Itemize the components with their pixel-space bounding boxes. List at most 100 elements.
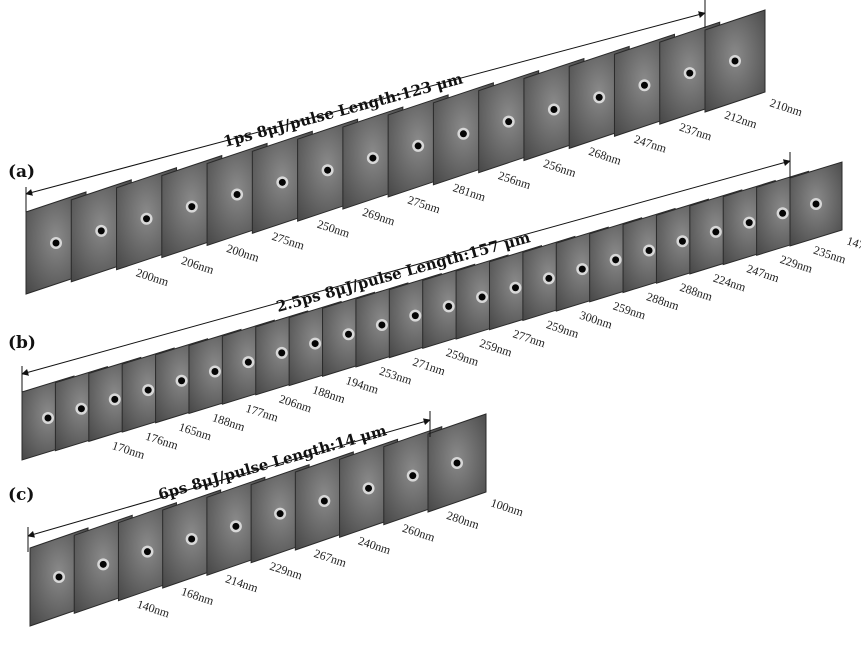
crater-hole [278,178,286,186]
panel-c: (c) 140nm 168nm 214nm 229nm 267nm 240nm 260nm 2… [8,411,526,627]
crater-hole [545,274,553,282]
slice-depth-label: 288nm [645,289,682,313]
crater-hole [731,57,739,65]
slice-depth-label: 271nm [411,354,448,378]
crater-hole [188,203,196,211]
crater-hole [365,484,373,492]
crater-hole [578,265,586,273]
crater-hole [678,237,686,245]
panel-c-slices: 140nm 168nm 214nm 229nm 267nm 240nm 260nm 280nm… [29,413,526,627]
slice-depth-label: 253nm [378,364,415,388]
crater-hole [232,522,240,530]
slice-depth-label: 188nm [311,382,348,406]
crater-hole [278,349,286,357]
crater-hole [453,459,461,467]
crater-hole [244,358,252,366]
panel-a-letter: (a) [8,162,35,182]
crater-hole [178,377,186,385]
slice [704,9,766,113]
slice-depth-label: 247nm [632,132,669,156]
crater-hole [311,340,319,348]
slice-depth-label: 206nm [180,253,217,277]
crater-hole [324,166,332,174]
slice-depth-label: 170nm [110,438,147,462]
crater-hole [612,256,620,264]
slice-depth-label: 240nm [356,534,393,558]
panel-c-letter: (c) [8,485,34,505]
crater-hole [276,510,284,518]
slice-depth-label: 168nm [180,584,217,608]
crater-hole [188,535,196,543]
slice-depth-label: 237nm [678,120,715,144]
crater-hole [144,386,152,394]
slice-depth-label: 176nm [144,429,181,453]
crater-hole [378,321,386,329]
slice-depth-label: 140nm [135,597,172,621]
slice-depth-label: 259nm [478,336,515,360]
crater-hole [369,154,377,162]
slice-depth-label: 224nm [712,271,749,295]
crater-hole [44,414,52,422]
slice-depth-label: 259nm [545,317,582,341]
slice-depth-label: 277nm [511,327,548,351]
panel-b-letter: (b) [8,333,36,353]
slice-depth-label: 210nm [768,96,805,120]
slice-depth-label: 268nm [587,144,624,168]
crater-hole [745,219,753,227]
slice-depth-label: 200nm [225,241,262,265]
crater-hole [550,106,558,114]
crater-hole [411,312,419,320]
crater-hole [640,81,648,89]
slice-depth-label: 188nm [211,410,248,434]
slice-depth-label: 256nm [542,156,579,180]
slice-depth-label: 280nm [445,508,482,532]
slice-depth-label: 229nm [268,559,305,583]
crater-hole [52,239,60,247]
crater-hole [97,227,105,235]
slice-depth-label: 235nm [812,243,849,267]
slice-depth-label: 214nm [224,572,261,596]
crater-hole [233,190,241,198]
slice-depth-label: 288nm [678,280,715,304]
slice-depth-label: 250nm [315,217,352,241]
slice [427,413,487,513]
crater-hole [645,247,653,255]
crater-hole [143,215,151,223]
crater-hole [812,200,820,208]
panel-b-length-arrow [21,159,791,376]
slice-depth-label: 260nm [401,521,438,545]
slice-depth-label: 300nm [578,308,615,332]
slice-depth-label: 206nm [277,392,314,416]
slice-depth-label: 259nm [444,345,481,369]
slice-depth-label: 256nm [496,168,533,192]
crater-hole [712,228,720,236]
slice-depth-label: 200nm [134,265,171,289]
crater-hole [99,560,107,568]
slice-depth-label: 275nm [406,193,443,217]
panel-c-length-arrow [27,418,431,538]
crater-hole [595,93,603,101]
crater-hole [211,367,219,375]
crater-hole [111,395,119,403]
crater-hole [459,130,467,138]
slice-depth-label: 247nm [745,261,782,285]
crater-hole [143,548,151,556]
slice-depth-label: 269nm [361,205,398,229]
slice-depth-label: 212nm [723,108,760,132]
crater-hole [345,330,353,338]
crater-hole [55,573,63,581]
slice-depth-label: 165nm [177,420,214,444]
crater-hole [511,284,519,292]
slice-depth-label: 100nm [489,496,526,520]
slice-depth-label: 267nm [312,546,349,570]
crater-hole [478,293,486,301]
slice-depth-label: 177nm [244,401,281,425]
slice-depth-label: 229nm [778,252,815,276]
crater-hole [686,69,694,77]
slice-depth-label: 194nm [344,373,381,397]
crater-hole [77,405,85,413]
crater-hole [409,472,417,480]
slice-depth-label: 259nm [611,299,648,323]
crater-hole [779,209,787,217]
